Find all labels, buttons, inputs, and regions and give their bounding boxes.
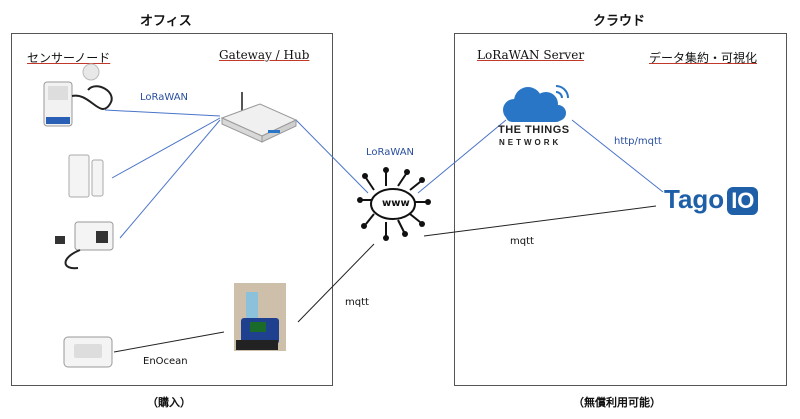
enocean-sensor-icon [63, 336, 113, 368]
door-sensor-icon [68, 154, 104, 198]
lorawan-server-label: LoRaWAN Server [477, 48, 585, 62]
ttn-cloud-icon [503, 87, 566, 122]
link-enocean-pi [113, 331, 225, 353]
link-internet-ttn [417, 119, 507, 194]
tago-logo-box: IO [727, 187, 759, 215]
cloud-title: クラウド [593, 14, 646, 29]
link-sensor3-gateway [119, 119, 221, 239]
link-pi-internet [297, 243, 375, 323]
leak-sensor-icon [55, 221, 114, 270]
link-gateway-internet [295, 119, 369, 194]
sensor-nodes-label: センサーノード [27, 51, 111, 65]
internet-hub-icon [362, 172, 426, 236]
www-label: www [382, 198, 410, 209]
label-enocean: EnOcean [143, 356, 188, 367]
internet-hub-nodes [357, 167, 431, 241]
office-title: オフィス [140, 14, 192, 29]
label-mqtt-tago: mqtt [510, 236, 534, 247]
label-lorawan-sensor: LoRaWAN [140, 92, 189, 103]
gateway-label: Gateway / Hub [219, 48, 310, 62]
tago-logo-text: Tago [664, 184, 725, 214]
label-lorawan-internet: LoRaWAN [366, 147, 415, 158]
label-mqtt-pi: mqtt [345, 297, 369, 308]
lorawan-sensor-icon [43, 63, 113, 127]
link-sensor2-gateway [111, 117, 221, 179]
link-internet-tago [423, 205, 657, 237]
cloud-footnote: （無償利用可能） [573, 396, 661, 409]
gateway-router-icon [220, 92, 298, 143]
ttn-signal-icon [555, 85, 569, 99]
cloud-box [454, 33, 787, 386]
hub-device-photo [234, 283, 286, 351]
office-box [11, 33, 333, 386]
link-ttn-tago [571, 119, 664, 193]
data-aggregation-label: データ集約・可視化 [649, 51, 758, 65]
office-footnote: （購入） [147, 396, 191, 409]
label-http-mqtt: http/mqtt [614, 136, 662, 147]
link-sensor1-gateway [104, 109, 221, 117]
ttn-logo-line2: NETWORK [499, 138, 562, 147]
ttn-logo-line1: THE THINGS [498, 124, 570, 136]
